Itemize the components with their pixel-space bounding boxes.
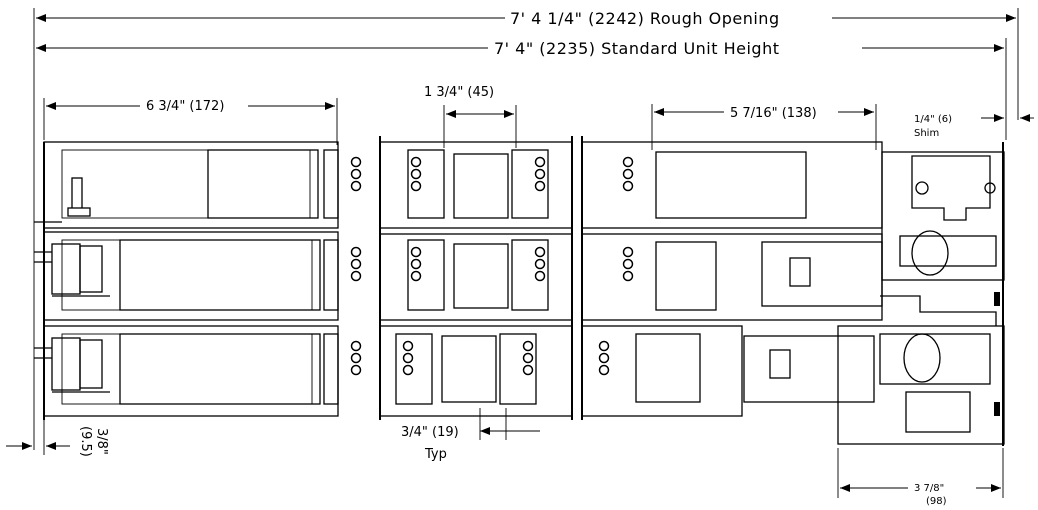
fastener-circle (534, 168, 546, 180)
fastener-circle (534, 246, 546, 258)
fastener-circle (402, 352, 414, 364)
fastener-circle (410, 258, 422, 270)
fastener-circle (350, 180, 362, 192)
fastener-circle (402, 340, 414, 352)
fastener-circle (622, 270, 634, 282)
bottom-left-label-mm: (9.5) (78, 426, 93, 457)
fastener-circle (534, 180, 546, 192)
fastener-circle (522, 364, 534, 376)
bottom-center-label: 3/4" (19) (401, 425, 459, 440)
bottom-right-label-in: 3 7/8" (914, 483, 944, 494)
fastener-circle (350, 156, 362, 168)
unit-height-label: 7' 4" (2235) Standard Unit Height (494, 39, 780, 58)
top-right-label: 5 7/16" (138) (730, 106, 817, 121)
fastener-circle (410, 168, 422, 180)
fastener-circle (350, 352, 362, 364)
fastener-circle (534, 270, 546, 282)
shim-label: Shim (914, 128, 939, 139)
fastener-circle (598, 340, 610, 352)
fastener-circle (410, 156, 422, 168)
top-right-dimension: 5 7/16" (138) (651, 104, 877, 150)
fastener-circle (622, 168, 634, 180)
fastener-circle (522, 352, 534, 364)
top-center-label: 1 3/4" (45) (424, 85, 494, 100)
bottom-center-dimension: 3/4" (19) Typ (401, 408, 540, 462)
top-left-label: 6 3/4" (172) (146, 99, 224, 114)
fastener-circle (522, 340, 534, 352)
fastener-details (350, 156, 634, 376)
right-head-section (581, 136, 1005, 446)
fastener-circle (350, 364, 362, 376)
center-interlock-section (379, 136, 573, 420)
top-center-dimension: 1 3/4" (45) (424, 85, 517, 148)
fastener-circle (598, 364, 610, 376)
fastener-circle (350, 340, 362, 352)
fastener-circle (534, 156, 546, 168)
bottom-left-label-in: 3/8" (94, 428, 109, 455)
rough-opening-dimension: 7' 4 1/4" (2242) Rough Opening (33, 8, 1019, 450)
fastener-circle (534, 258, 546, 270)
fastener-circle (350, 246, 362, 258)
fastener-circle (598, 352, 610, 364)
fastener-circle (350, 270, 362, 282)
fastener-circle (622, 180, 634, 192)
top-left-dimension: 6 3/4" (172) (43, 98, 338, 145)
fastener-circle (410, 180, 422, 192)
shim-dimension: 1/4" (6) Shim (914, 114, 1034, 139)
fastener-circle (410, 270, 422, 282)
unit-height-dimension: 7' 4" (2235) Standard Unit Height (36, 38, 1007, 140)
bottom-left-dimension: 3/8" (9.5) (6, 420, 109, 457)
fastener-circle (622, 246, 634, 258)
bottom-right-dimension: 3 7/8" (98) (837, 448, 1004, 507)
bottom-right-label-mm: (98) (926, 496, 947, 507)
bottom-center-note: Typ (424, 447, 447, 462)
left-jamb-section (34, 141, 339, 420)
fastener-circle (350, 168, 362, 180)
fastener-circle (622, 258, 634, 270)
shim-value-label: 1/4" (6) (914, 114, 952, 125)
fastener-circle (402, 364, 414, 376)
rough-opening-label: 7' 4 1/4" (2242) Rough Opening (510, 9, 780, 28)
fastener-circle (410, 246, 422, 258)
fastener-circle (350, 258, 362, 270)
fastener-circle (622, 156, 634, 168)
